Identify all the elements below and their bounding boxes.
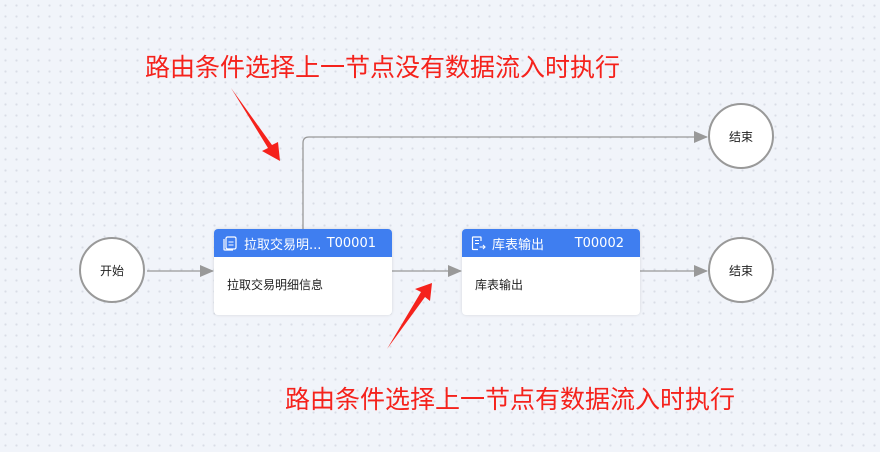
end-node-top[interactable]: 结束 [708, 103, 774, 169]
edge-task1-end-top [302, 131, 708, 229]
end-label: 结束 [728, 129, 753, 144]
annotation-bottom: 路由条件选择上一节点有数据流入时执行 [285, 385, 736, 414]
task-description: 拉取交易明细信息 [227, 278, 324, 292]
task-code: T00001 [326, 235, 376, 251]
task-node-t00001[interactable]: 拉取交易明... T00001 拉取交易明细信息 [214, 229, 392, 315]
task-code: T00002 [574, 235, 624, 251]
task-description: 库表输出 [475, 278, 524, 292]
end-label: 结束 [728, 263, 753, 278]
annotation-top: 路由条件选择上一节点没有数据流入时执行 [145, 53, 621, 82]
task-title: 库表输出 [492, 237, 545, 253]
annotation-arrow-bottom [387, 283, 432, 349]
end-node-bottom[interactable]: 结束 [708, 237, 774, 303]
document-icon [223, 236, 237, 251]
table-output-icon [471, 236, 486, 251]
start-node[interactable]: 开始 [79, 237, 145, 303]
task-node-header: 库表输出 T00002 [462, 229, 640, 257]
task-node-t00002[interactable]: 库表输出 T00002 库表输出 [462, 229, 640, 315]
task-title: 拉取交易明... [244, 237, 322, 253]
start-label: 开始 [99, 263, 124, 278]
task-node-header: 拉取交易明... T00001 [214, 229, 392, 257]
annotation-arrow-top [231, 88, 280, 161]
